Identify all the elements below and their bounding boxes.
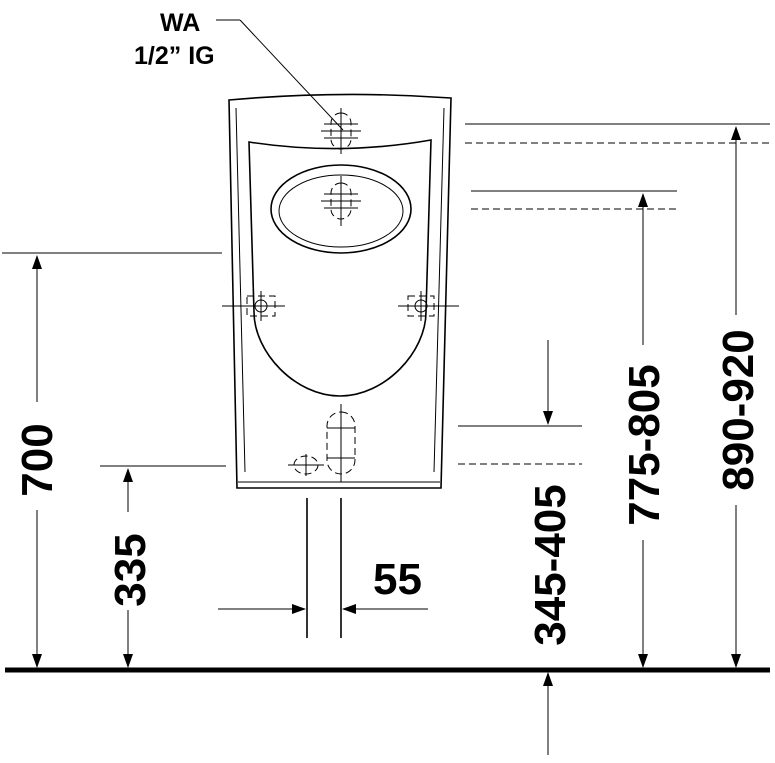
urinal-inner-side-right bbox=[433, 107, 445, 473]
label-335: 335 bbox=[106, 533, 155, 606]
water-supply-connection bbox=[321, 108, 361, 154]
dimension-700 bbox=[2, 252, 222, 668]
bowl-rim-inner bbox=[278, 174, 404, 248]
label-700: 700 bbox=[13, 423, 62, 496]
urinal-inner-side-left bbox=[235, 107, 246, 473]
label-55: 55 bbox=[373, 555, 422, 604]
dimension-890-920 bbox=[465, 123, 770, 668]
dimension-335 bbox=[100, 465, 226, 668]
urinal-bowl-outline bbox=[248, 139, 432, 397]
label-890-920: 890-920 bbox=[714, 329, 763, 490]
label-wa: WA bbox=[160, 9, 200, 37]
drain-pipe bbox=[306, 498, 342, 638]
dimension-775-805 bbox=[471, 190, 677, 668]
fixing-point-right bbox=[398, 291, 459, 321]
spreader-connection bbox=[321, 176, 361, 226]
waste-outlet bbox=[288, 404, 356, 482]
label-thread-size: 1/2” IG bbox=[134, 42, 215, 70]
label-775-805: 775-805 bbox=[620, 364, 669, 525]
urinal-body-outline bbox=[228, 93, 452, 489]
label-345-405: 345-405 bbox=[526, 484, 575, 645]
dimension-345-405 bbox=[458, 340, 582, 755]
fixing-point-left bbox=[222, 291, 285, 321]
bowl-rim-outer bbox=[270, 164, 412, 254]
supply-callout-leader bbox=[216, 19, 344, 131]
